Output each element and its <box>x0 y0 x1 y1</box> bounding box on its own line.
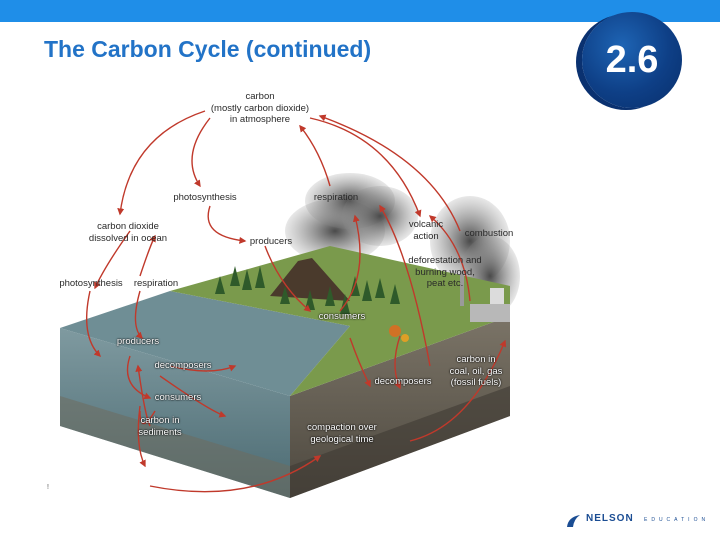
corner-mark: ! <box>47 484 49 491</box>
label-consumers-ocean: consumers <box>148 392 208 404</box>
label-decomposers-land: decomposers <box>368 376 438 388</box>
label-decomposers-ocean: decomposers <box>150 360 216 372</box>
label-consumers-land: consumers <box>312 311 372 323</box>
label-photosynthesis-ocean: photosynthesis <box>54 278 128 290</box>
label-volcanic-action: volcanic action <box>400 219 452 242</box>
label-respiration-ocean: respiration <box>128 278 184 290</box>
label-deforestation: deforestation and burning wood, peat etc… <box>400 255 490 290</box>
label-compaction: compaction over geological time <box>300 422 384 445</box>
label-photosynthesis-land: photosynthesis <box>167 192 243 204</box>
label-co2-ocean: carbon dioxide dissolved in ocean <box>86 221 170 244</box>
nelson-logo-icon <box>566 514 582 528</box>
publisher-logo: NELSON EDUCATION <box>566 512 716 532</box>
label-carbon-sediments: carbon in sediments <box>132 415 188 438</box>
label-combustion: combustion <box>456 228 522 240</box>
section-number: 2.6 <box>582 12 682 108</box>
label-producers-land: producers <box>243 236 299 248</box>
slide-title: The Carbon Cycle (continued) <box>44 36 371 63</box>
publisher-name: NELSON <box>586 513 634 524</box>
label-carbon-fossil: carbon in coal, oil, gas (fossil fuels) <box>440 354 512 389</box>
label-respiration-land: respiration <box>305 192 367 204</box>
publisher-subname: EDUCATION <box>644 517 709 523</box>
label-producers-ocean: producers <box>112 336 164 348</box>
label-carbon-atmosphere: carbon (mostly carbon dioxide) in atmosp… <box>200 91 320 126</box>
carbon-cycle-diagram: carbon (mostly carbon dioxide) in atmosp… <box>50 66 520 512</box>
section-badge: 2.6 <box>582 12 682 108</box>
